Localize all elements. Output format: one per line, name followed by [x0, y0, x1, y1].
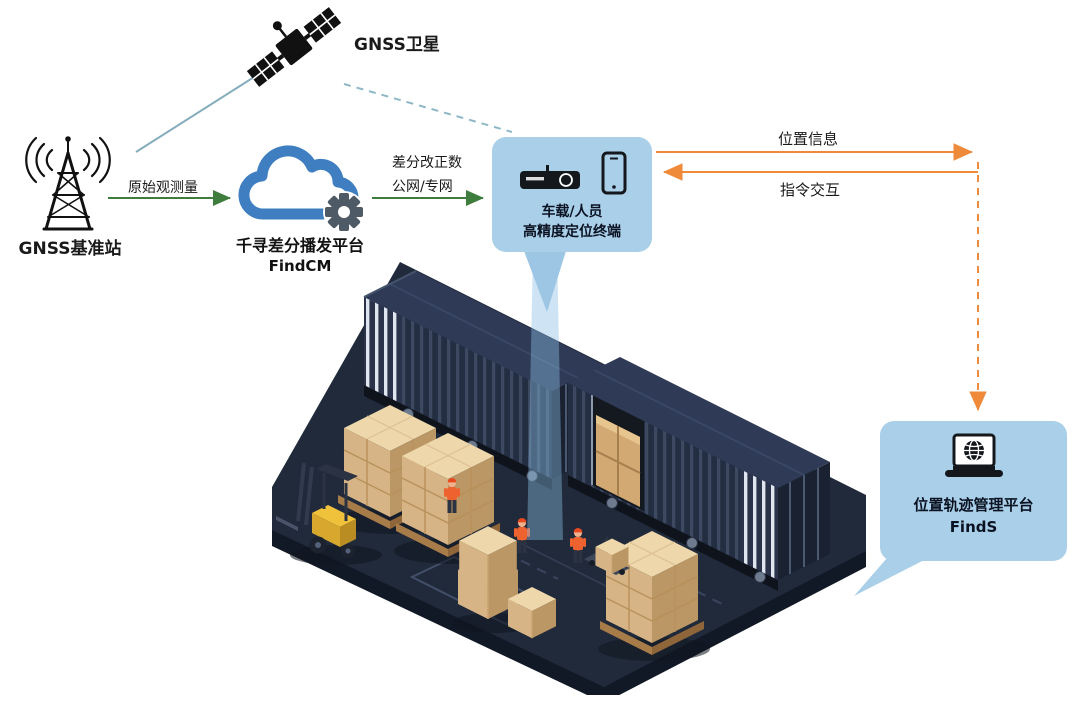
- cloud-subtitle: FindCM: [268, 257, 332, 275]
- diff-correction-line2: 公网/专网: [392, 179, 453, 195]
- edge-label-raw-observation: 原始观测量: [128, 180, 198, 196]
- cloud-title: 千寻差分播发平台: [235, 236, 364, 255]
- platform-title: 位置轨迹管理平台: [913, 496, 1034, 514]
- terminal-icons: [518, 149, 627, 195]
- gnss-satellite-icon: [238, 4, 350, 90]
- gear-icon: [323, 191, 365, 233]
- diff-correction-line1: 差分改正数: [392, 155, 462, 171]
- platform-panel: 位置轨迹管理平台 FindS: [880, 421, 1067, 561]
- satellite-label: GNSS卫星: [354, 35, 440, 55]
- smartphone-icon: [601, 151, 627, 195]
- edge-label-command-exchange: 指令交互: [780, 181, 841, 199]
- warehouse-scene-illustration: [272, 262, 866, 695]
- base-station-label: GNSS基准站: [18, 239, 122, 259]
- edge-label-position-info: 位置信息: [778, 130, 839, 148]
- laptop-globe-icon: [941, 433, 1007, 487]
- cloud-platform-icon: [226, 128, 376, 236]
- platform-subtitle: FindS: [949, 517, 998, 536]
- receiver-device-icon: [518, 161, 592, 195]
- terminal-title: 车载/人员: [541, 204, 603, 220]
- terminal-panel: 车载/人员 高精度定位终端: [492, 137, 652, 252]
- terminal-subtitle: 高精度定位终端: [523, 224, 621, 241]
- forklift: [276, 462, 358, 558]
- base-station-antenna-icon: [12, 133, 124, 235]
- cloud-caption: 千寻差分播发平台 FindCM: [212, 236, 388, 276]
- satellite-to-terminal-link: [343, 83, 513, 133]
- shipping-container-lower: [568, 357, 830, 591]
- pallet-jack: [584, 536, 630, 575]
- edge-label-diff-correction: 差分改正数 公网/专网: [392, 151, 462, 199]
